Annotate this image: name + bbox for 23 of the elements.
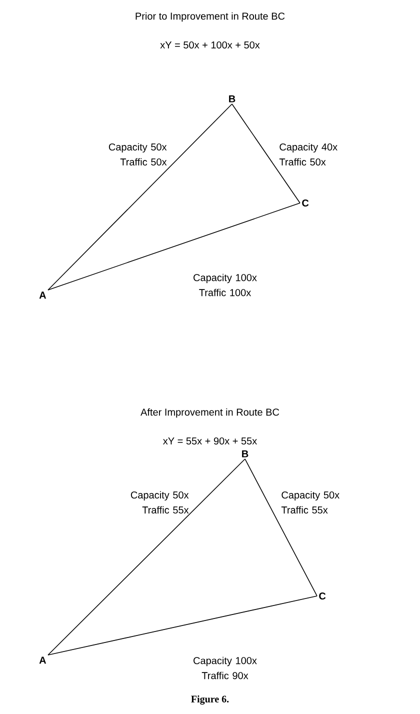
caption: Figure 6. (191, 695, 229, 705)
vertex-label: C (319, 592, 326, 600)
triangle-side (48, 104, 232, 290)
equation: xY = 55x + 90x + 55x (163, 437, 257, 445)
edge-label: Capacity 50x Traffic 55x (281, 491, 340, 514)
vertex-label: A (39, 292, 46, 299)
triangle-side (244, 458, 318, 596)
edge-label: Capacity 40x Traffic 50x (279, 143, 338, 166)
edge-label: Capacity 100x Traffic 100x (194, 274, 257, 296)
equation: xY = 50x + 100x + 50x (160, 41, 260, 49)
section-title: After Improvement in Route BC (140, 408, 280, 418)
vertex-label: A (39, 656, 46, 664)
vertex-label: B (242, 450, 248, 458)
triangle-side (232, 104, 300, 204)
triangle-side (48, 596, 318, 656)
edge-label: Capacity 50x Traffic 50x (108, 143, 167, 166)
section-title: Prior to Improvement in Route BC (136, 12, 285, 22)
vertex-label: C (302, 199, 309, 207)
triangle-side (48, 202, 300, 290)
triangle-side (48, 458, 246, 656)
vertex-label: B (229, 95, 236, 102)
edge-label: Capacity 50x Traffic 55x (130, 491, 189, 514)
edge-label: Capacity 100x Traffic 90x (194, 656, 257, 680)
